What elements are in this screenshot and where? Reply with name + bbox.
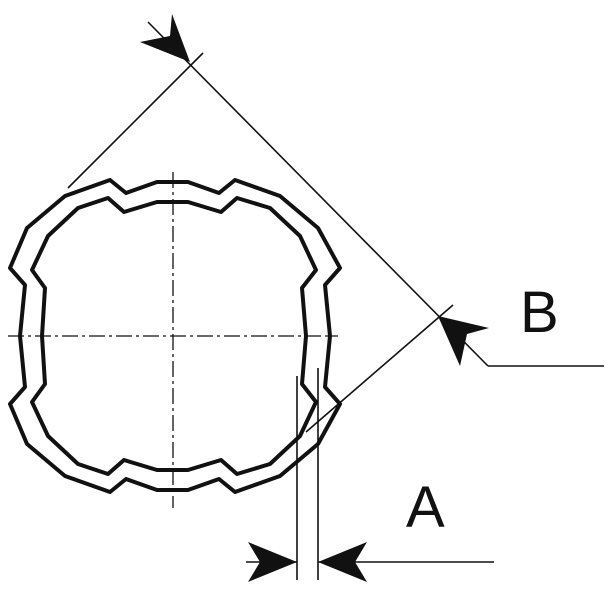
dimension-b-extension-upper (67, 52, 204, 189)
dimension-a-arrow-left (248, 542, 297, 582)
center-lines (8, 172, 338, 508)
dimension-b-line (147, 21, 489, 367)
dimension-b-arrow-upper (140, 14, 190, 62)
dimension-a-arrow-right (318, 542, 367, 582)
inner-profile (30, 196, 318, 476)
outer-profile (8, 178, 342, 494)
dimension-b (67, 14, 604, 433)
dimension-a (246, 368, 494, 582)
label-b: B (520, 280, 559, 345)
dimension-b-arrow-lower (438, 316, 489, 366)
label-a: A (406, 475, 445, 540)
dimension-b-extension-lower (305, 304, 454, 433)
